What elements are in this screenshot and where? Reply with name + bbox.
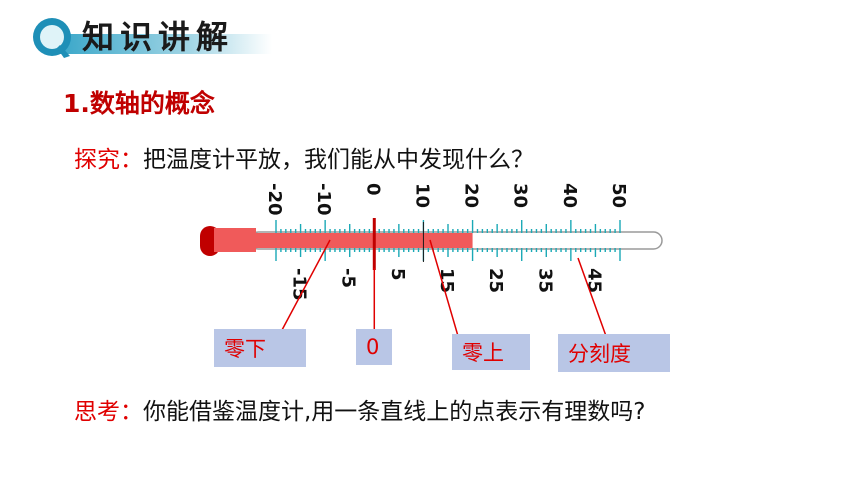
header-ribbon <box>33 18 272 58</box>
thermometer-neck <box>214 228 256 252</box>
scale-label-bottom: -15 <box>289 268 310 301</box>
scale-label-top: 40 <box>559 183 580 208</box>
scale-label-bottom: 5 <box>387 268 408 281</box>
scale-label-bottom: 15 <box>436 268 457 293</box>
mercury-column <box>248 233 473 248</box>
think-text: 你能借鉴温度计,用一条直线上的点表示有理数吗? <box>143 399 646 425</box>
callout-line-below-zero <box>281 239 331 331</box>
header-stripe <box>60 34 272 54</box>
think-line: 思考：你能借鉴温度计,用一条直线上的点表示有理数吗? <box>74 392 646 426</box>
explore-text: 把温度计平放，我们能从中发现什么？ <box>143 147 534 173</box>
scale-label-top: 30 <box>510 183 531 208</box>
scale-label-top: 20 <box>461 183 482 208</box>
callout-above-zero: 零上 <box>452 334 530 370</box>
scale-label-top: 10 <box>411 183 432 208</box>
explore-line: 探究：把温度计平放，我们能从中发现什么？ <box>74 140 534 174</box>
scale-label-top: 0 <box>362 183 383 196</box>
scale-label-top: -10 <box>313 183 334 216</box>
scale-label-bottom: 25 <box>485 268 506 293</box>
scale-label-top: 50 <box>608 183 629 208</box>
search-icon <box>33 18 71 58</box>
callout-division: 分刻度 <box>558 334 670 372</box>
callout-line-division <box>577 257 607 337</box>
callout-line-above-zero <box>429 239 459 337</box>
scale-label-top: -20 <box>264 183 285 216</box>
callout-zero: 0 <box>356 329 392 365</box>
explore-prefix: 探究： <box>74 147 143 173</box>
scale-label-bottom: -5 <box>338 268 359 288</box>
page-title: 知识讲解 <box>82 18 235 56</box>
think-prefix: 思考： <box>74 399 143 425</box>
scale-label-bottom: 35 <box>534 268 555 293</box>
callout-below-zero: 零下 <box>214 329 306 367</box>
section-heading: 1.数轴的概念 <box>63 89 215 118</box>
